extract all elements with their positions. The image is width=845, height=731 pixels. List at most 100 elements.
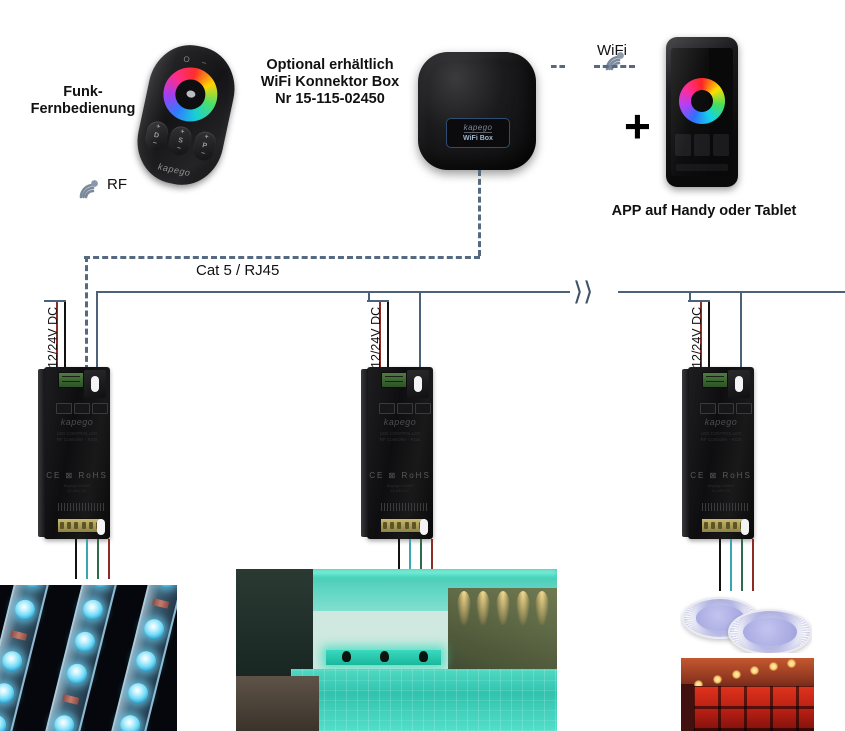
led-resistor xyxy=(151,598,170,609)
controller-2-mount-tab xyxy=(407,370,429,398)
wifi-konnektor-box[interactable]: kapego WiFi Box xyxy=(418,52,536,170)
controller-3-port-2[interactable] xyxy=(718,403,734,414)
remote-button-dim-key: D xyxy=(153,131,160,140)
app-color-wheel[interactable] xyxy=(679,78,725,124)
rf-signal-icon-svg xyxy=(79,180,98,199)
smartphone-with-app[interactable] xyxy=(666,37,738,187)
controller-2-port-3[interactable] xyxy=(415,403,431,414)
pool-wall-spot xyxy=(476,590,491,625)
data-drop-controller-1 xyxy=(96,291,98,371)
led-chip xyxy=(88,585,114,590)
wifi-signal-dot xyxy=(617,52,625,59)
controller-1-spec-line2: RF Controller - RGB xyxy=(56,437,98,442)
power-feed-controller-1 xyxy=(44,300,66,302)
led-controller-1[interactable]: kapego LED CONTROLLER RF Controller - RG… xyxy=(38,367,116,539)
remote-button-speed-plus[interactable]: + xyxy=(179,128,186,136)
app-button-pads[interactable] xyxy=(675,134,729,156)
app-pad-2[interactable] xyxy=(694,134,710,156)
led-chip xyxy=(12,597,38,622)
controller-2-spec-line1: LED CONTROLLER xyxy=(379,431,421,436)
remote-button-group: + D − + S − + P − xyxy=(141,119,219,163)
pool-niche-plant xyxy=(380,650,390,662)
rf-signal-dot xyxy=(91,180,98,187)
remote-label-line1: Funk- xyxy=(63,84,103,100)
pool-niche-plant xyxy=(341,650,351,662)
led-controller-3[interactable]: kapego LED CONTROLLER RF Controller - RG… xyxy=(682,367,760,539)
led-controller-2[interactable]: kapego LED CONTROLLER RF Controller - RG… xyxy=(361,367,439,539)
controller-2-cert-sub2: 12-24V DC xyxy=(390,488,410,493)
controller-3-power-terminal[interactable] xyxy=(702,372,728,388)
remote-button-program-key: P xyxy=(201,141,208,150)
controller-1-power-terminal[interactable] xyxy=(58,372,84,388)
pool-cove-lighting xyxy=(236,570,557,578)
rf-remote-control[interactable]: O − + D − + S − + P − kapego xyxy=(129,37,243,193)
controller-2-body: kapego LED CONTROLLER RF Controller - RG… xyxy=(367,367,433,539)
wifi-link-dashed-left xyxy=(551,65,565,68)
controller-3-port-1[interactable] xyxy=(700,403,716,414)
controller-3-body: kapego LED CONTROLLER RF Controller - RG… xyxy=(688,367,754,539)
controller-1-port-2[interactable] xyxy=(74,403,90,414)
wifi-link-dashed-right xyxy=(594,65,635,68)
data-bus-horizontal xyxy=(96,291,570,293)
controller-3-cert-marks: CE ⊠ RoHS xyxy=(690,471,752,480)
output-wire-blue-2 xyxy=(409,539,411,571)
power-positive-controller-2 xyxy=(379,300,381,368)
data-drop-controller-2 xyxy=(419,291,421,371)
led-chip xyxy=(118,713,143,731)
bar-ceiling-spot xyxy=(787,659,797,669)
remote-button-speed[interactable]: + S − xyxy=(167,124,194,158)
remote-button-speed-minus[interactable]: − xyxy=(176,144,182,153)
bar-ceiling-spot xyxy=(768,662,778,672)
controller-1-cert-sub2: 12-24V DC xyxy=(67,488,87,493)
controller-2-power-terminal[interactable] xyxy=(381,372,407,388)
controller-3-cert-sub2: 12-24V DC xyxy=(711,488,731,493)
phone-screen[interactable] xyxy=(671,48,733,176)
controller-2-barcode xyxy=(381,503,427,511)
controller-1-cert-sub1: Kapego GmbH xyxy=(63,483,91,488)
remote-color-wheel[interactable] xyxy=(158,62,223,127)
bar-ceiling xyxy=(681,658,814,690)
remote-button-dim[interactable]: + D − xyxy=(143,119,170,153)
controller-3-ports[interactable] xyxy=(700,403,752,414)
remote-button-dim-plus[interactable]: + xyxy=(155,123,161,131)
controller-1-port-1[interactable] xyxy=(56,403,72,414)
wifibox-badge: kapego WiFi Box xyxy=(446,118,510,148)
app-bottom-bar xyxy=(676,164,728,171)
led-resistor xyxy=(62,694,80,705)
app-pad-3[interactable] xyxy=(713,134,729,156)
controller-2-port-1[interactable] xyxy=(379,403,395,414)
controller-3-mount-tab xyxy=(728,370,750,398)
wifibox-brand-label: kapego xyxy=(463,123,493,133)
controller-3-cert-sub: Kapego GmbH 12-24V DC xyxy=(688,483,754,493)
controller-1-spec-line1: LED CONTROLLER xyxy=(56,431,98,436)
output-wire-black-1 xyxy=(75,539,77,579)
controller-1-port-3[interactable] xyxy=(92,403,108,414)
led-chip xyxy=(134,649,159,674)
controller-3-spec-text: LED CONTROLLER RF Controller - RGB xyxy=(688,431,754,443)
led-chip xyxy=(20,585,46,590)
remote-button-program-minus[interactable]: − xyxy=(200,150,206,158)
controller-2-port-2[interactable] xyxy=(397,403,413,414)
controller-1-ports[interactable] xyxy=(56,403,108,414)
remote-label-line2: Fernbedienung xyxy=(30,101,136,117)
cat5-label: Cat 5 / RJ45 xyxy=(196,262,280,279)
remote-button-program-plus[interactable]: + xyxy=(203,133,210,142)
controller-2-output-terminal[interactable] xyxy=(380,518,426,533)
controller-3-output-terminal[interactable] xyxy=(701,518,747,533)
power-tap-controller-2 xyxy=(368,291,370,301)
output-wire-red-1 xyxy=(108,539,110,579)
controller-2-spec-line2: RF Controller - RGB xyxy=(379,437,421,442)
wifibox-label-line2: WiFi Konnektor Box xyxy=(260,74,400,90)
app-pad-1[interactable] xyxy=(675,134,691,156)
controller-2-ports[interactable] xyxy=(379,403,431,414)
controller-2-brand: kapego xyxy=(383,417,417,427)
controller-1-output-terminal[interactable] xyxy=(57,518,103,533)
remote-button-program[interactable]: + P − xyxy=(191,129,218,163)
wifibox-label: Optional erhältlich WiFi Konnektor Box N… xyxy=(255,57,405,108)
controller-3-port-3[interactable] xyxy=(736,403,752,414)
remote-button-dim-minus[interactable]: − xyxy=(151,139,158,148)
pool-niche-plant xyxy=(418,650,428,662)
pool-wall-spot xyxy=(535,590,550,625)
led-chip xyxy=(154,585,177,590)
bar-ceiling-spot xyxy=(712,675,722,685)
